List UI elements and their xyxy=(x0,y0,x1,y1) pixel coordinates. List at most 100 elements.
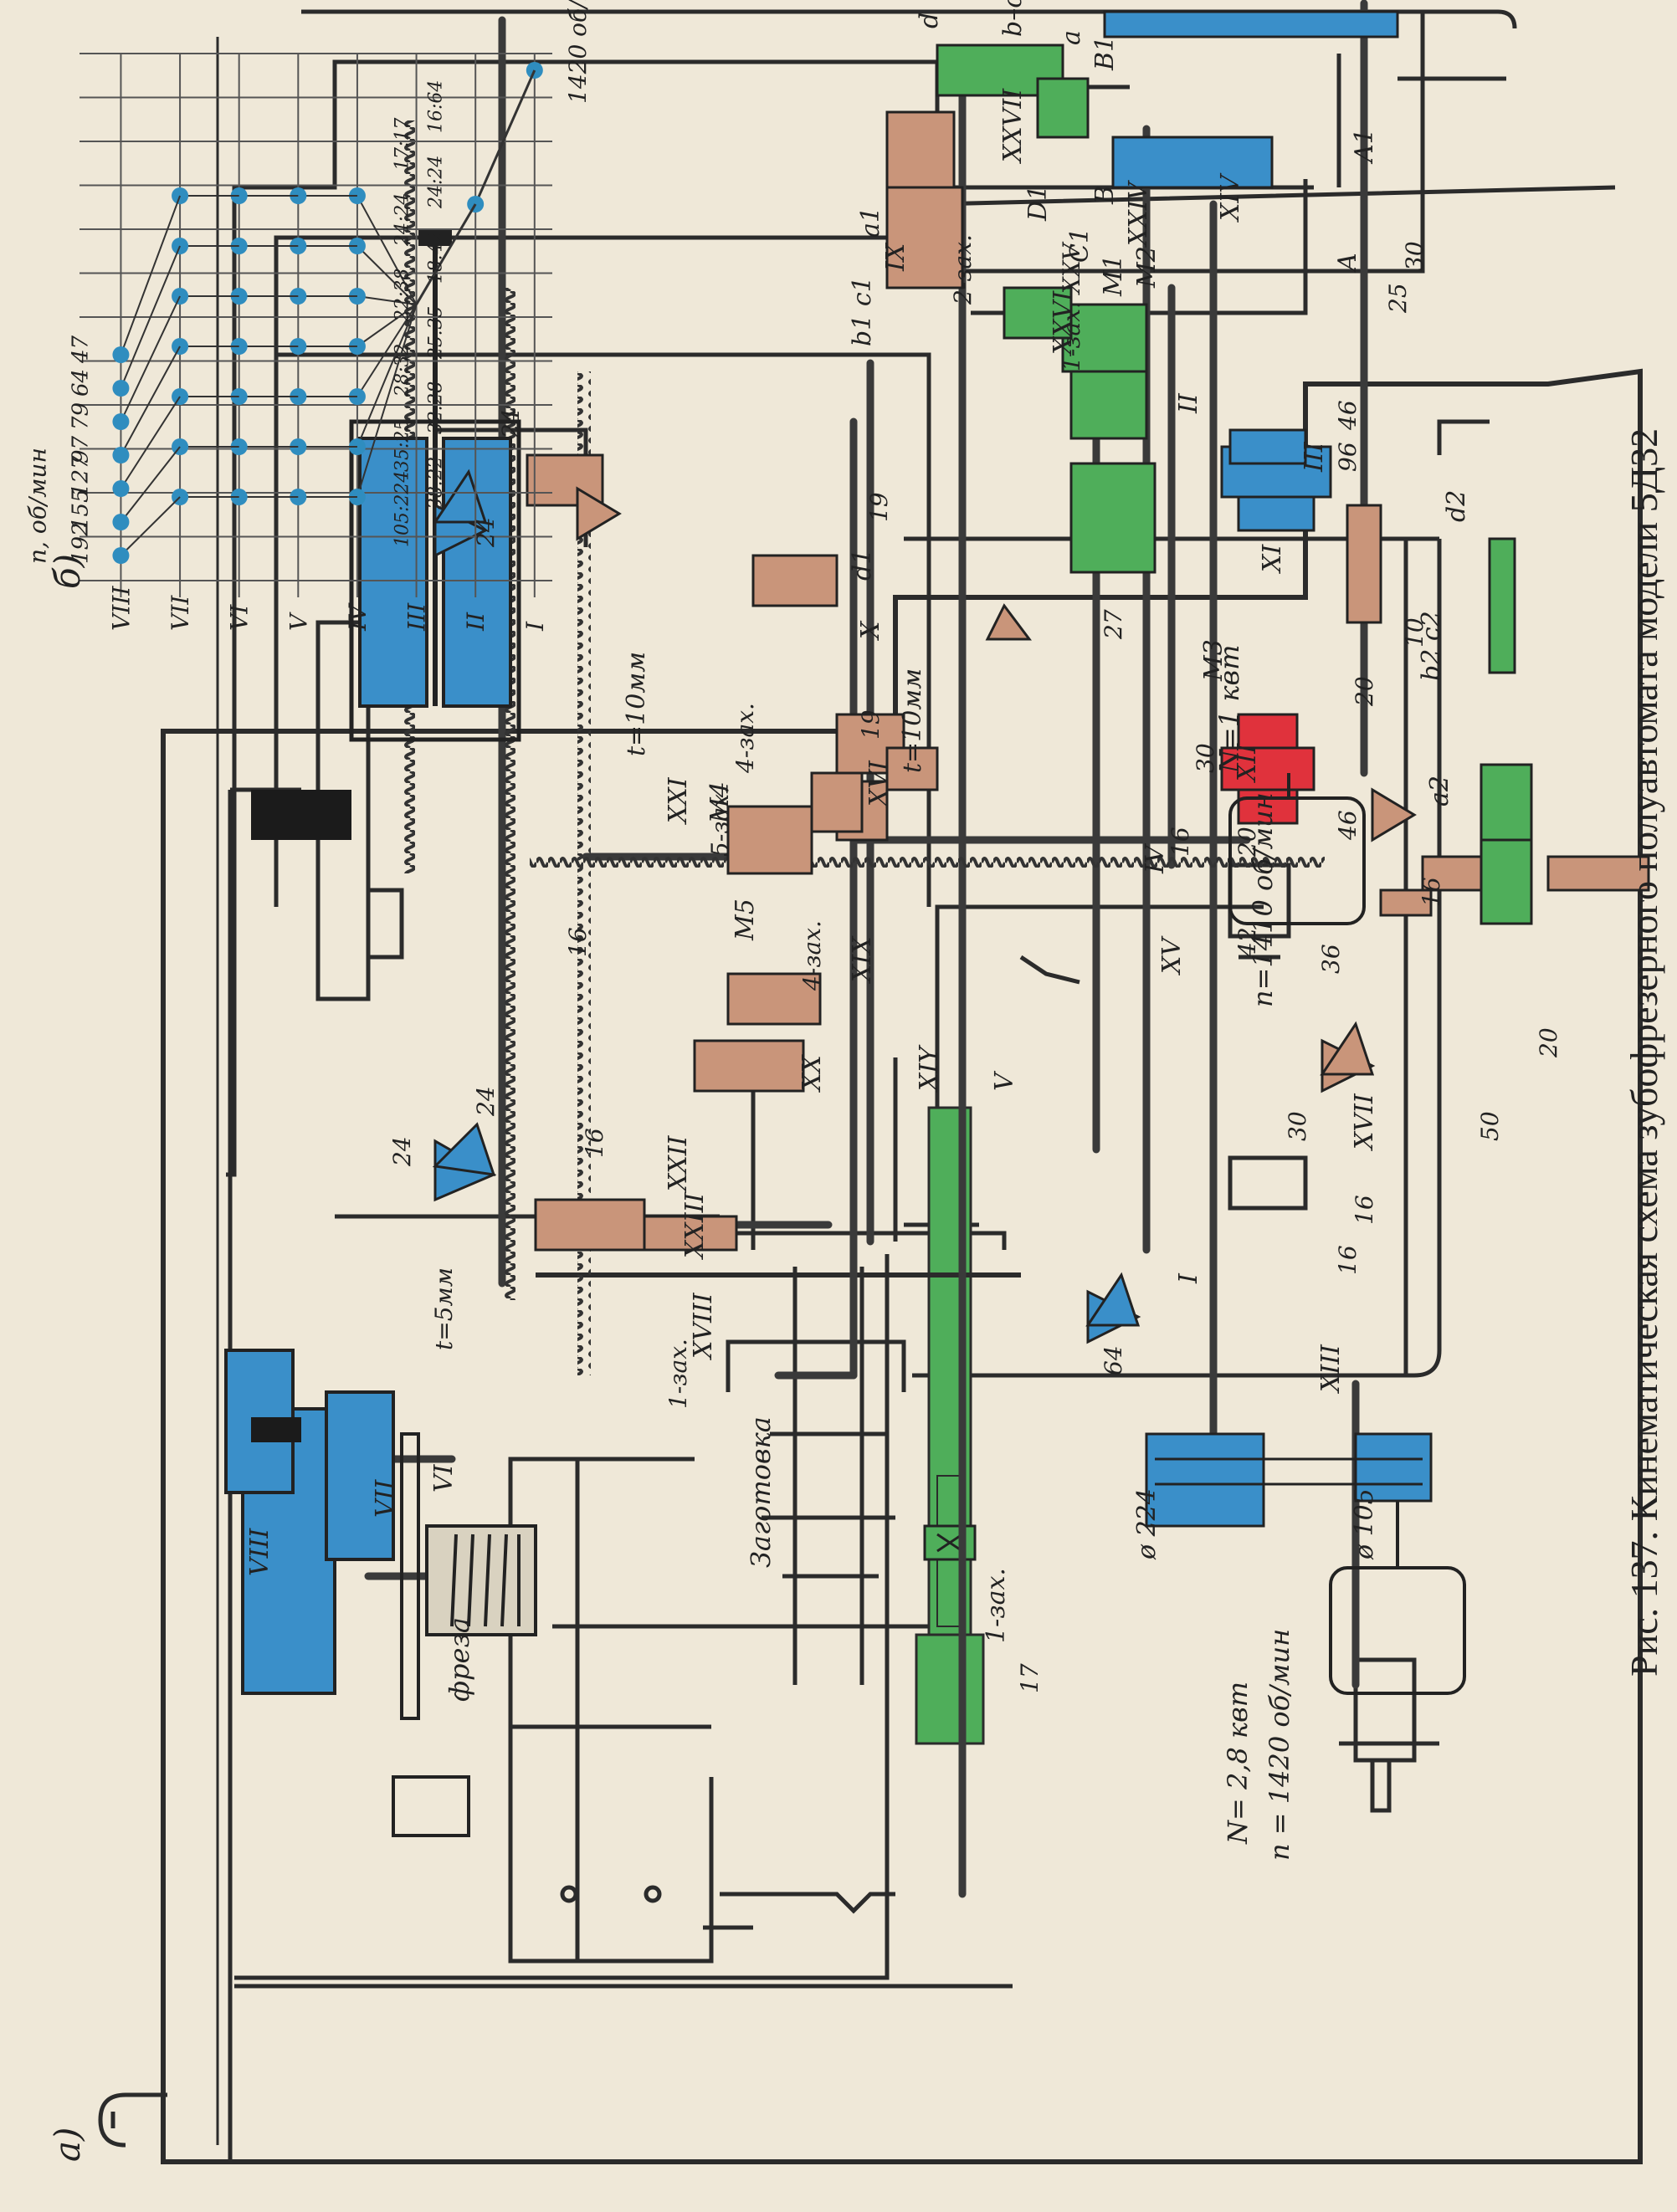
brown-gears xyxy=(526,110,1650,1252)
ray xyxy=(120,396,181,489)
worm-2start: 2-зах. xyxy=(949,234,977,305)
gear-number: 20 xyxy=(1351,676,1378,707)
gear-number: 64 xyxy=(1100,1345,1127,1375)
ray xyxy=(356,304,418,347)
main-motor-speed: n = 1420 об/мин xyxy=(1264,1629,1295,1861)
gear-number: 42 xyxy=(1233,927,1261,958)
gear-number: 46 xyxy=(1334,400,1362,431)
ratio-label: 24:24 xyxy=(392,193,413,247)
ray xyxy=(356,304,418,448)
change-gear-label: b2 c2 xyxy=(1417,611,1446,681)
change-gear-label: B xyxy=(1090,186,1120,205)
shaft-numeral: XVI xyxy=(864,760,894,808)
ratio-label: 28:32 xyxy=(392,344,413,397)
output-speed: 127 xyxy=(68,455,93,497)
worm-4start: 4-зах. xyxy=(731,703,759,774)
shaft-numeral: IV xyxy=(1141,842,1170,874)
worm-5start: 5-зах. xyxy=(706,786,734,857)
shaft-numeral: I xyxy=(1174,1272,1203,1284)
output-node xyxy=(112,346,130,363)
shaft-numeral: II xyxy=(1174,392,1203,414)
worm-1start-xxiii: 1-зах. xyxy=(664,1339,692,1409)
shaft-numeral: VII xyxy=(371,1478,400,1518)
hob-cutter xyxy=(392,1432,537,1837)
change-gear-label: A1 xyxy=(1350,128,1379,165)
output-unit: n, об/мин xyxy=(23,448,51,564)
shaft-numeral: XXI xyxy=(664,776,693,825)
ray xyxy=(120,295,181,422)
stage-label: VIII xyxy=(107,586,135,631)
gear-number: 16 xyxy=(1351,1195,1378,1225)
shaft-numeral: XXII xyxy=(664,1134,693,1193)
ray xyxy=(356,295,417,305)
input-speed-label: 1420 об/мин xyxy=(564,0,592,104)
shaft-numeral: IX xyxy=(881,242,910,272)
bevel-gears-blue xyxy=(432,469,1141,1344)
change-gear-label: a2 xyxy=(1425,776,1454,806)
shaft-numeral: XI xyxy=(1258,544,1287,574)
shaft-numeral: XVII xyxy=(1350,1093,1379,1151)
shaft-numeral: XXVI xyxy=(1049,290,1078,356)
output-speed: 155 xyxy=(68,489,93,530)
blue-right-gears xyxy=(1103,10,1399,532)
change-gear-label: M2 xyxy=(1132,246,1162,289)
gear-number: 17 xyxy=(1016,1663,1044,1693)
feed-motor-power: N=1 квт xyxy=(1213,645,1245,774)
shaft-numeral: XXIII xyxy=(680,1192,710,1260)
worm-1start-xxv: 1-зах. XXV xyxy=(1058,241,1085,371)
ratio-label: 32:28 xyxy=(426,381,447,434)
output-node xyxy=(112,447,130,463)
shaft-numeral: XIX xyxy=(848,935,877,984)
red-clutch xyxy=(1220,713,1315,825)
shaft-numeral: XIII xyxy=(1316,1344,1346,1394)
output-speed: 97 xyxy=(68,435,93,463)
output-node xyxy=(112,480,130,497)
shaft-numeral: XVIII xyxy=(689,1292,718,1360)
shaft-numeral: XXIV xyxy=(1124,179,1153,248)
figure-caption: Рис. 137. Кинематическая схема зубофрезе… xyxy=(1623,428,1665,1677)
change-gear-label: b–c xyxy=(998,0,1028,37)
shaft-numeral: V xyxy=(990,1070,1019,1091)
pitch-10mm-label-b: t=10мм xyxy=(898,668,927,773)
change-gear-label: D1 xyxy=(1023,185,1053,222)
change-gear-label: B1 xyxy=(1090,36,1120,71)
gear-number: 50 xyxy=(1476,1111,1504,1141)
gear-number: 96 xyxy=(1334,442,1362,472)
shaft-numerals: IIIIIIIVVVIVIIVIIIIXXXIXIIXIIIXIVXVXVIXV… xyxy=(245,88,1379,1576)
pitch-5mm-label: t=5мм xyxy=(430,1267,458,1350)
ray xyxy=(120,195,181,356)
feed-motor-speed: n=1410 об/мин xyxy=(1247,792,1279,1007)
gear-number: 27 xyxy=(1100,609,1127,640)
ratio-label: 24:24 xyxy=(426,156,447,209)
change-gear-label: M5 xyxy=(731,899,760,941)
gear-number: 20 xyxy=(1535,1027,1562,1058)
shaft-numeral: VIII xyxy=(245,1528,274,1576)
ray xyxy=(120,346,181,456)
ratio-label: 18:42 xyxy=(426,231,447,284)
ratio-label: 35:25 xyxy=(392,419,413,472)
change-gear-label: b1 c1 xyxy=(848,276,877,346)
stage-label: V xyxy=(285,612,312,631)
gear-number: 16 xyxy=(1167,827,1194,857)
output-node xyxy=(112,514,130,530)
change-gear-label: d1 xyxy=(848,549,877,581)
shaft-numeral: XV xyxy=(1157,935,1187,975)
ray xyxy=(415,203,477,305)
gear-number: 16 xyxy=(1334,1245,1362,1275)
output-node xyxy=(112,380,130,397)
gear-number: 24 xyxy=(472,517,500,548)
change-gear-label: C1 xyxy=(1065,228,1095,263)
output-speed: 47 xyxy=(68,335,93,364)
change-gear-label: M3 xyxy=(1199,639,1228,682)
ratio-label: 105:224 xyxy=(392,471,413,547)
ray xyxy=(120,446,181,523)
change-gear-label: d2 xyxy=(1442,490,1471,522)
worm-1start-table: 1-зах. xyxy=(982,1568,1011,1643)
stage-label: VI xyxy=(226,604,254,631)
stage-label: III xyxy=(403,602,431,632)
gear-number: 30 xyxy=(1192,743,1219,773)
shaft-numeral: XXVII xyxy=(998,88,1028,164)
